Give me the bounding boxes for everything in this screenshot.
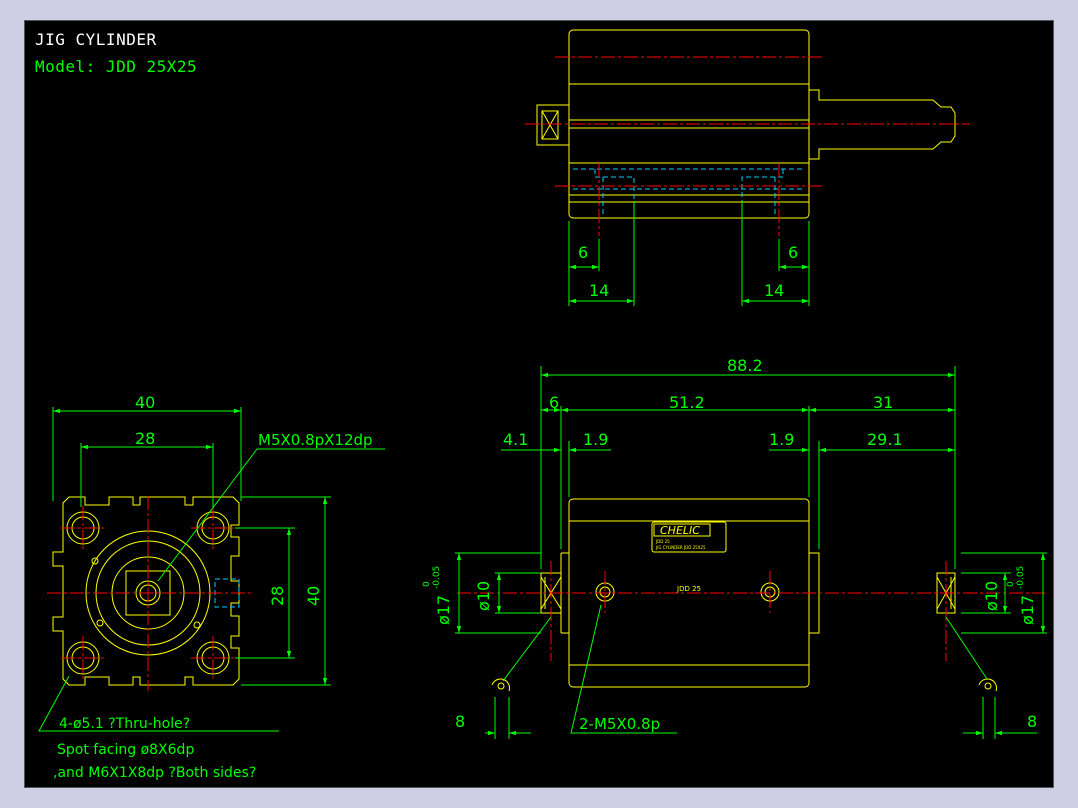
nameplate-line1: JDD 25 — [655, 539, 670, 544]
dim-end-28-height: 28 — [268, 586, 287, 606]
dim-side-6: 6 — [549, 393, 559, 412]
tol-lower-right: -0.05 — [1016, 566, 1026, 589]
dim-side-88-2: 88.2 — [727, 356, 763, 375]
dim-top-6-right: 6 — [788, 243, 798, 262]
dim-side-1-9-right: 1.9 — [769, 430, 794, 449]
dim-side-8-right: 8 — [1027, 712, 1037, 731]
dim-rod-diameter-right: ø10 — [982, 581, 1001, 611]
dim-bore-diameter-left: ø17 — [434, 595, 453, 625]
drawing-viewport[interactable]: JIG CYLINDER Model: JDD 25X25 — [24, 20, 1054, 788]
dim-side-29-1: 29.1 — [867, 430, 903, 449]
body-label: JDD 25 — [676, 585, 701, 593]
callout-spot-facing: Spot facing ø8X6dp — [57, 742, 194, 758]
callout-both-sides: ,and M6X1X8dp ?Both sides? — [53, 765, 256, 781]
dim-top-6-left: 6 — [578, 243, 588, 262]
callout-ports: 2-M5X0.8p — [579, 715, 660, 733]
dim-end-28-width: 28 — [135, 429, 155, 448]
tol-upper-right: 0 — [1006, 581, 1016, 587]
callout-thread: M5X0.8pX12dp — [258, 431, 373, 449]
dim-rod-diameter-left: ø10 — [474, 581, 493, 611]
model-label: Model: JDD 25X25 — [35, 57, 198, 76]
dim-side-8-left: 8 — [455, 712, 465, 731]
nameplate-line2: JIG CYLINDER JDD 25X25 — [655, 545, 706, 550]
dim-side-31: 31 — [873, 393, 893, 412]
tol-upper-left: 0 — [422, 581, 432, 587]
dim-top-14-right: 14 — [764, 281, 784, 300]
cad-drawing: 6 6 14 14 — [38, 29, 1047, 781]
callout-holes: 4-ø5.1 ?Thru-hole? — [59, 716, 190, 732]
dim-end-40-width: 40 — [135, 393, 155, 412]
end-view: 40 28 28 40 M5X0.8pX12dp 4-ø5.1 ?Thru-ho… — [38, 393, 385, 781]
drawing-title: JIG CYLINDER — [35, 30, 157, 49]
nameplate-brand: CHELIC — [660, 524, 700, 537]
tol-lower-left: -0.05 — [432, 566, 442, 589]
dim-top-14-left: 14 — [589, 281, 609, 300]
top-view: 6 6 14 14 — [525, 29, 970, 306]
dim-side-4-1: 4.1 — [503, 430, 528, 449]
dim-end-40-height: 40 — [304, 586, 323, 606]
dim-side-51-2: 51.2 — [669, 393, 705, 412]
dim-bore-diameter-right: ø17 — [1018, 595, 1037, 625]
dim-side-1-9-left: 1.9 — [583, 430, 608, 449]
side-view: 88.2 6 51.2 31 4.1 1.9 1.9 29.1 8 8 ø10 … — [422, 356, 1047, 739]
